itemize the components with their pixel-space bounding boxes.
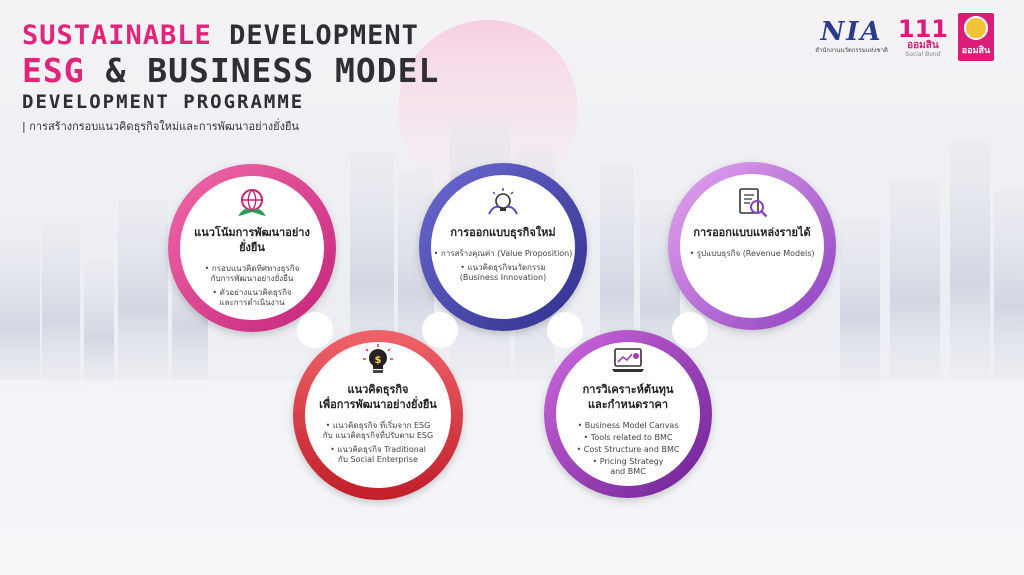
- gsb-logo-text: ออมสิน: [961, 46, 991, 56]
- document-magnifier-icon: [739, 188, 768, 218]
- social-bond-mark: 111: [897, 14, 948, 43]
- title-line-1: SUSTAINABLE DEVELOPMENT: [22, 22, 439, 49]
- social-bond-logo: 111 ออมสิน Social Bond: [898, 17, 948, 58]
- laptop-chart-icon: [612, 348, 644, 372]
- card-title: การออกแบบแหล่งรายได้: [693, 226, 811, 239]
- nia-logo: NIA สำนักงานนวัตกรรมแห่งชาติ: [815, 19, 888, 55]
- card-title: แนวคิดธุรกิจ เพื่อการพัฒนาอย่างยั่งยืน: [319, 383, 437, 411]
- hands-lightbulb-icon: [488, 188, 518, 215]
- card-bullet: • แนวคิดธุรกิจ Traditional กับ Social En…: [330, 444, 426, 464]
- card-title: การออกแบบธุรกิจใหม่: [450, 226, 556, 239]
- card-bullet-list: • รูปแบบธุรกิจ (Revenue Models): [689, 249, 814, 263]
- card-sustainable-business-concepts: $ แนวคิดธุรกิจ เพื่อการพัฒนาอย่างยั่งยืน…: [303, 343, 453, 469]
- card-bullet: • รูปแบบธุรกิจ (Revenue Models): [689, 248, 815, 258]
- card-bullet: • ตัวอย่างแนวคิดธุรกิจ และการดำเนินงาน: [212, 287, 292, 307]
- partner-logos: NIA สำนักงานนวัตกรรมแห่งชาติ 111 ออมสิน …: [815, 13, 994, 61]
- title-word-development: DEVELOPMENT: [229, 20, 419, 51]
- card-new-business-design: การออกแบบธุรกิจใหม่ • การสร้างคุณค่า (Va…: [433, 186, 573, 287]
- globe-leaves-icon: [238, 189, 266, 217]
- card-bullet: • การสร้างคุณค่า (Value Proposition): [433, 248, 573, 258]
- title-word-sustainable: SUSTAINABLE: [22, 20, 212, 51]
- card-bullet-list: • Business Model Canvas • Tools related …: [577, 421, 680, 479]
- card-bullet: • Pricing Strategy and BMC: [592, 456, 664, 476]
- social-bond-caption: Social Bond: [905, 50, 941, 58]
- card-bullet-list: • การสร้างคุณค่า (Value Proposition) • แ…: [434, 249, 573, 287]
- program-title-block: SUSTAINABLE DEVELOPMENT ESG & BUSINESS M…: [22, 22, 439, 135]
- gsb-seal-icon: [964, 16, 988, 40]
- card-bullet-list: • แนวคิดธุรกิจ ที่เริ่มจาก ESG กับ แนวคิ…: [323, 421, 433, 469]
- lightbulb-dollar-icon: $: [363, 344, 393, 373]
- gsb-logo: ออมสิน: [958, 13, 994, 61]
- card-bullet: • Tools related to BMC: [583, 432, 673, 442]
- nia-logo-caption: สำนักงานนวัตกรรมแห่งชาติ: [815, 47, 888, 54]
- program-subtitle: | การสร้างกรอบแนวคิดธุรกิจใหม่และการพัฒน…: [22, 120, 299, 133]
- card-bullet: • แนวคิดธุรกิจนวัตกรรม (Business Innovat…: [459, 262, 547, 282]
- svg-text:$: $: [375, 355, 382, 366]
- title-word-business-model: & BUSINESS MODEL: [105, 51, 440, 90]
- card-title: แนวโน้มการพัฒนาอย่างยั่งยืน: [194, 226, 310, 254]
- card-title: การวิเคราะห์ต้นทุน และกำหนดราคา: [582, 383, 674, 411]
- card-bullet: • แนวคิดธุรกิจ ที่เริ่มจาก ESG กับ แนวคิ…: [322, 420, 434, 440]
- card-bullet: • กรอบแนวคิดทิศทางธุรกิจ กับการพัฒนาอย่า…: [204, 263, 300, 283]
- title-line-3: DEVELOPMENT PROGRAMME: [22, 91, 305, 113]
- title-word-esg: ESG: [22, 51, 85, 90]
- card-cost-pricing-analysis: การวิเคราะห์ต้นทุน และกำหนดราคา • Busine…: [558, 343, 698, 479]
- card-bullet: • Cost Structure and BMC: [576, 444, 680, 454]
- card-bullet-list: • กรอบแนวคิดทิศทางธุรกิจ กับการพัฒนาอย่า…: [205, 264, 300, 312]
- card-sustainability-trends: แนวโน้มการพัฒนาอย่างยั่งยืน • กรอบแนวคิด…: [182, 186, 322, 312]
- card-bullet: • Business Model Canvas: [577, 420, 679, 430]
- social-bond-text: ออมสิน: [907, 39, 939, 51]
- title-line-2: ESG & BUSINESS MODEL: [22, 54, 439, 87]
- nia-logo-mark: NIA: [820, 17, 883, 47]
- card-revenue-design: การออกแบบแหล่งรายได้ • รูปแบบธุรกิจ (Rev…: [682, 186, 822, 263]
